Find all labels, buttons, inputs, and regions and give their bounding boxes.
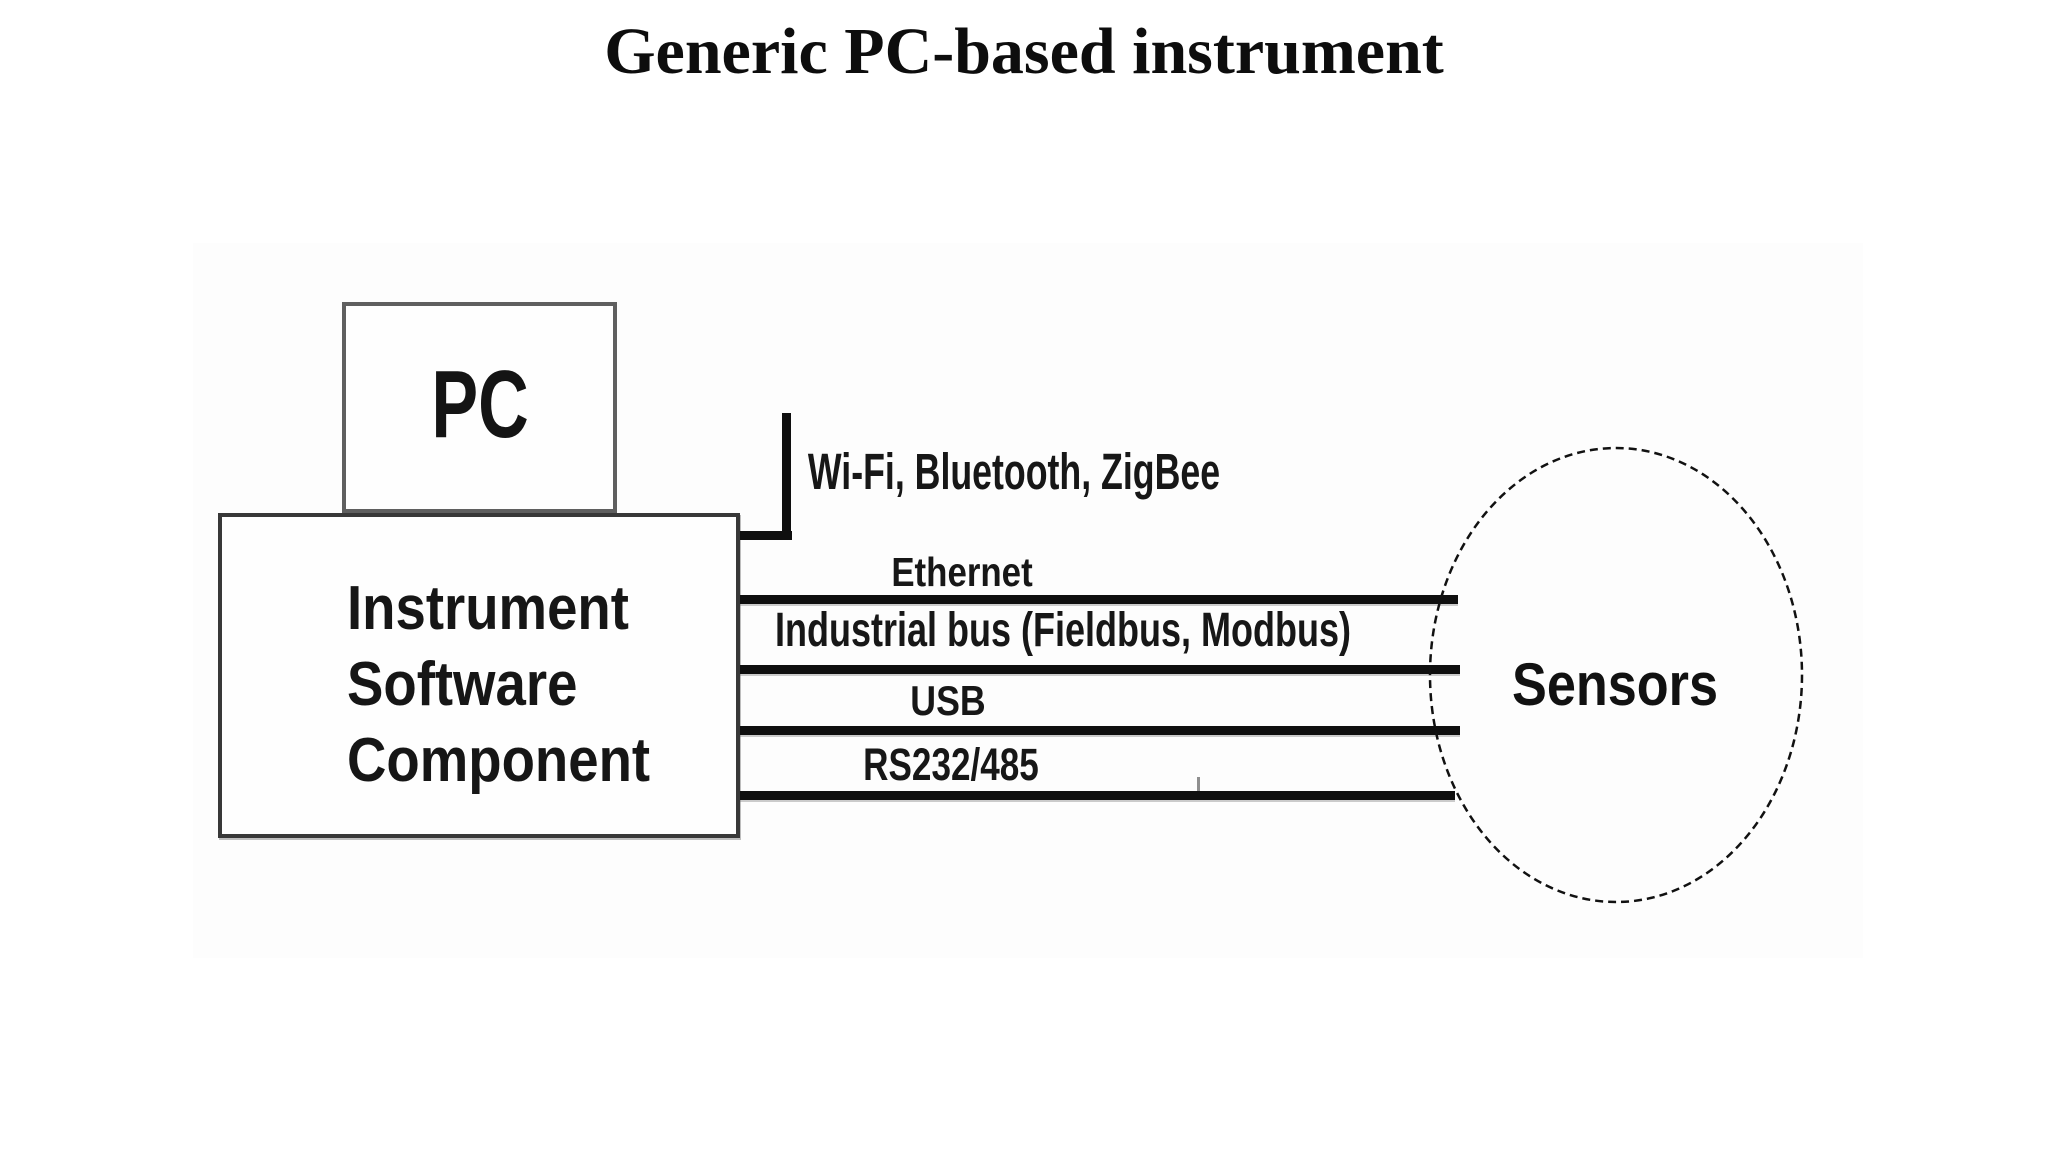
- sensors-label: Sensors: [1512, 651, 1718, 718]
- industrial-bus-connection-line: [740, 665, 1460, 674]
- wireless-antenna-line-vertical: [782, 413, 791, 540]
- software-box-line-1: Instrument: [347, 574, 629, 643]
- software-box-line-2: Software: [347, 650, 578, 719]
- ethernet-label: Ethernet: [891, 549, 1033, 595]
- software-box-line-3: Component: [347, 726, 651, 795]
- ethernet-connection-line: [740, 595, 1458, 604]
- rs232-label: RS232/485: [863, 739, 1039, 790]
- diagram-title: Generic PC-based instrument: [604, 15, 1444, 88]
- usb-connection-line: [740, 726, 1460, 735]
- pc-box-label: PC: [431, 351, 529, 458]
- usb-label: USB: [910, 677, 986, 724]
- wireless-antenna-line-horizontal: [740, 531, 792, 540]
- scan-artifact-mark: [1197, 777, 1200, 791]
- pc-box: [342, 302, 617, 513]
- instrument-software-component-box: [218, 513, 740, 838]
- sensors-ellipse: [1428, 446, 1804, 904]
- wireless-link-label: Wi-Fi, Bluetooth, ZigBee: [807, 443, 1221, 500]
- instrument-software-component-label: Instrument Software Component: [347, 571, 650, 799]
- rs232-connection-line: [740, 791, 1455, 800]
- industrial-bus-label: Industrial bus (Fieldbus, Modbus): [775, 604, 1351, 657]
